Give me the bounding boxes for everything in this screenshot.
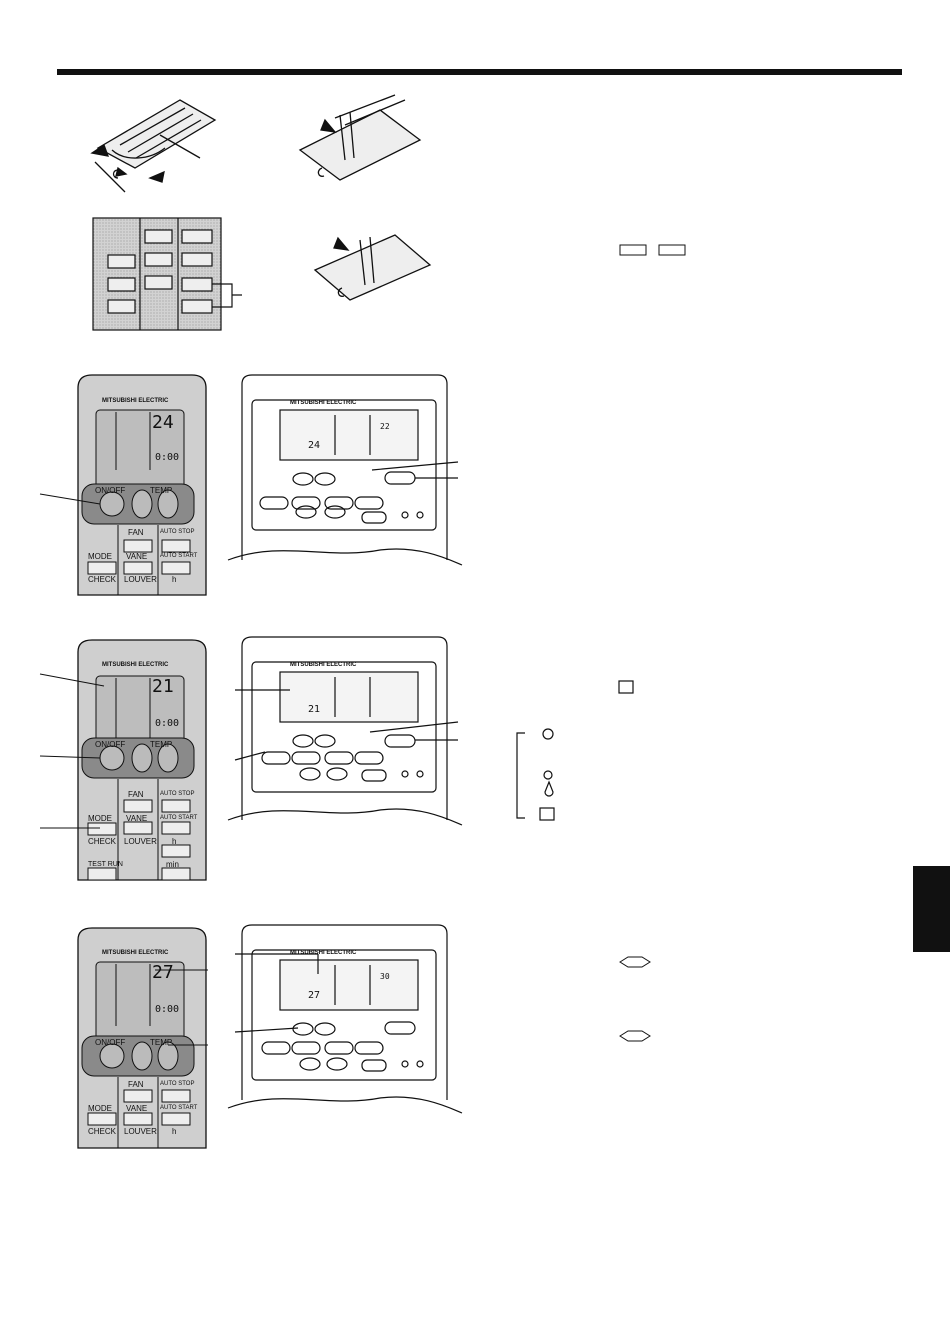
mode-label: MODE bbox=[88, 552, 112, 561]
onoff-label: ON/OFF bbox=[95, 486, 126, 495]
section-tab bbox=[913, 866, 950, 952]
wired-room-temp: 27 bbox=[308, 990, 321, 1001]
clock-readout: 0:00 bbox=[155, 1004, 180, 1015]
temp-label: TEMP bbox=[150, 486, 173, 495]
auto-start-label: AUTO START bbox=[160, 553, 198, 559]
wired-room-temp: 24 bbox=[308, 440, 321, 451]
temp-button-icons bbox=[619, 956, 651, 1042]
auto-start-label: AUTO START bbox=[160, 815, 198, 821]
auto-stop-label: AUTO STOP bbox=[160, 529, 195, 535]
check-label: CHECK bbox=[88, 575, 117, 584]
temp-readout: 27 bbox=[152, 962, 174, 983]
auto-start-label: AUTO START bbox=[160, 1105, 198, 1111]
louver-label: LOUVER bbox=[124, 575, 157, 584]
onoff-label: ON/OFF bbox=[95, 1038, 126, 1047]
onoff-label: ON/OFF bbox=[95, 740, 126, 749]
mode-label: MODE bbox=[88, 1104, 112, 1113]
mode-legend bbox=[516, 680, 634, 821]
wired-set-temp: 22 bbox=[380, 422, 390, 431]
key-icons bbox=[619, 244, 686, 256]
test-run-label: TEST RUN bbox=[88, 861, 123, 868]
temp-readout: 21 bbox=[152, 676, 174, 697]
check-label: CHECK bbox=[88, 837, 117, 846]
vane-label: VANE bbox=[126, 552, 148, 561]
h-label: h bbox=[172, 1127, 177, 1136]
wired-room-temp: 21 bbox=[308, 704, 321, 715]
temp-label: TEMP bbox=[150, 740, 173, 749]
auto-stop-label: AUTO STOP bbox=[160, 1081, 195, 1087]
temp-readout: 24 bbox=[152, 412, 174, 433]
brand-label: MITSUBISHI ELECTRIC bbox=[102, 662, 169, 668]
h-label: h bbox=[172, 837, 177, 846]
fan-label: FAN bbox=[128, 1080, 144, 1089]
brand-label: MITSUBISHI ELECTRIC bbox=[102, 950, 169, 956]
hand-remote-1 bbox=[39, 374, 207, 596]
wired-controller-2 bbox=[227, 636, 463, 826]
fan-label: FAN bbox=[128, 790, 144, 799]
wired-brand-label: MITSUBISHI ELECTRIC bbox=[290, 662, 357, 668]
battery-cover-illustration bbox=[90, 99, 217, 193]
clock-readout: 0:00 bbox=[155, 718, 180, 729]
h-label: h bbox=[172, 575, 177, 584]
hand-remote-3 bbox=[77, 927, 208, 1149]
temp-label: TEMP bbox=[150, 1038, 173, 1047]
wired-set-temp: 30 bbox=[380, 972, 390, 981]
vane-label: VANE bbox=[126, 1104, 148, 1113]
wired-controller-3 bbox=[227, 924, 463, 1114]
louver-label: LOUVER bbox=[124, 1127, 157, 1136]
vane-label: VANE bbox=[126, 814, 148, 823]
reset-illustration-1 bbox=[298, 94, 422, 181]
mode-label: MODE bbox=[88, 814, 112, 823]
wired-controller-1 bbox=[227, 374, 463, 566]
wired-brand-label: MITSUBISHI ELECTRIC bbox=[290, 400, 357, 406]
wired-brand-label: MITSUBISHI ELECTRIC bbox=[290, 950, 357, 956]
check-label: CHECK bbox=[88, 1127, 117, 1136]
reset-illustration-2 bbox=[313, 234, 432, 301]
header-rule bbox=[57, 69, 902, 75]
fan-label: FAN bbox=[128, 528, 144, 537]
auto-stop-label: AUTO STOP bbox=[160, 791, 195, 797]
remote-panel-closeup bbox=[92, 217, 242, 331]
clock-readout: 0:00 bbox=[155, 452, 180, 463]
louver-label: LOUVER bbox=[124, 837, 157, 846]
min-label: min bbox=[166, 860, 179, 869]
hand-remote-2 bbox=[39, 639, 207, 881]
brand-label: MITSUBISHI ELECTRIC bbox=[102, 398, 169, 404]
